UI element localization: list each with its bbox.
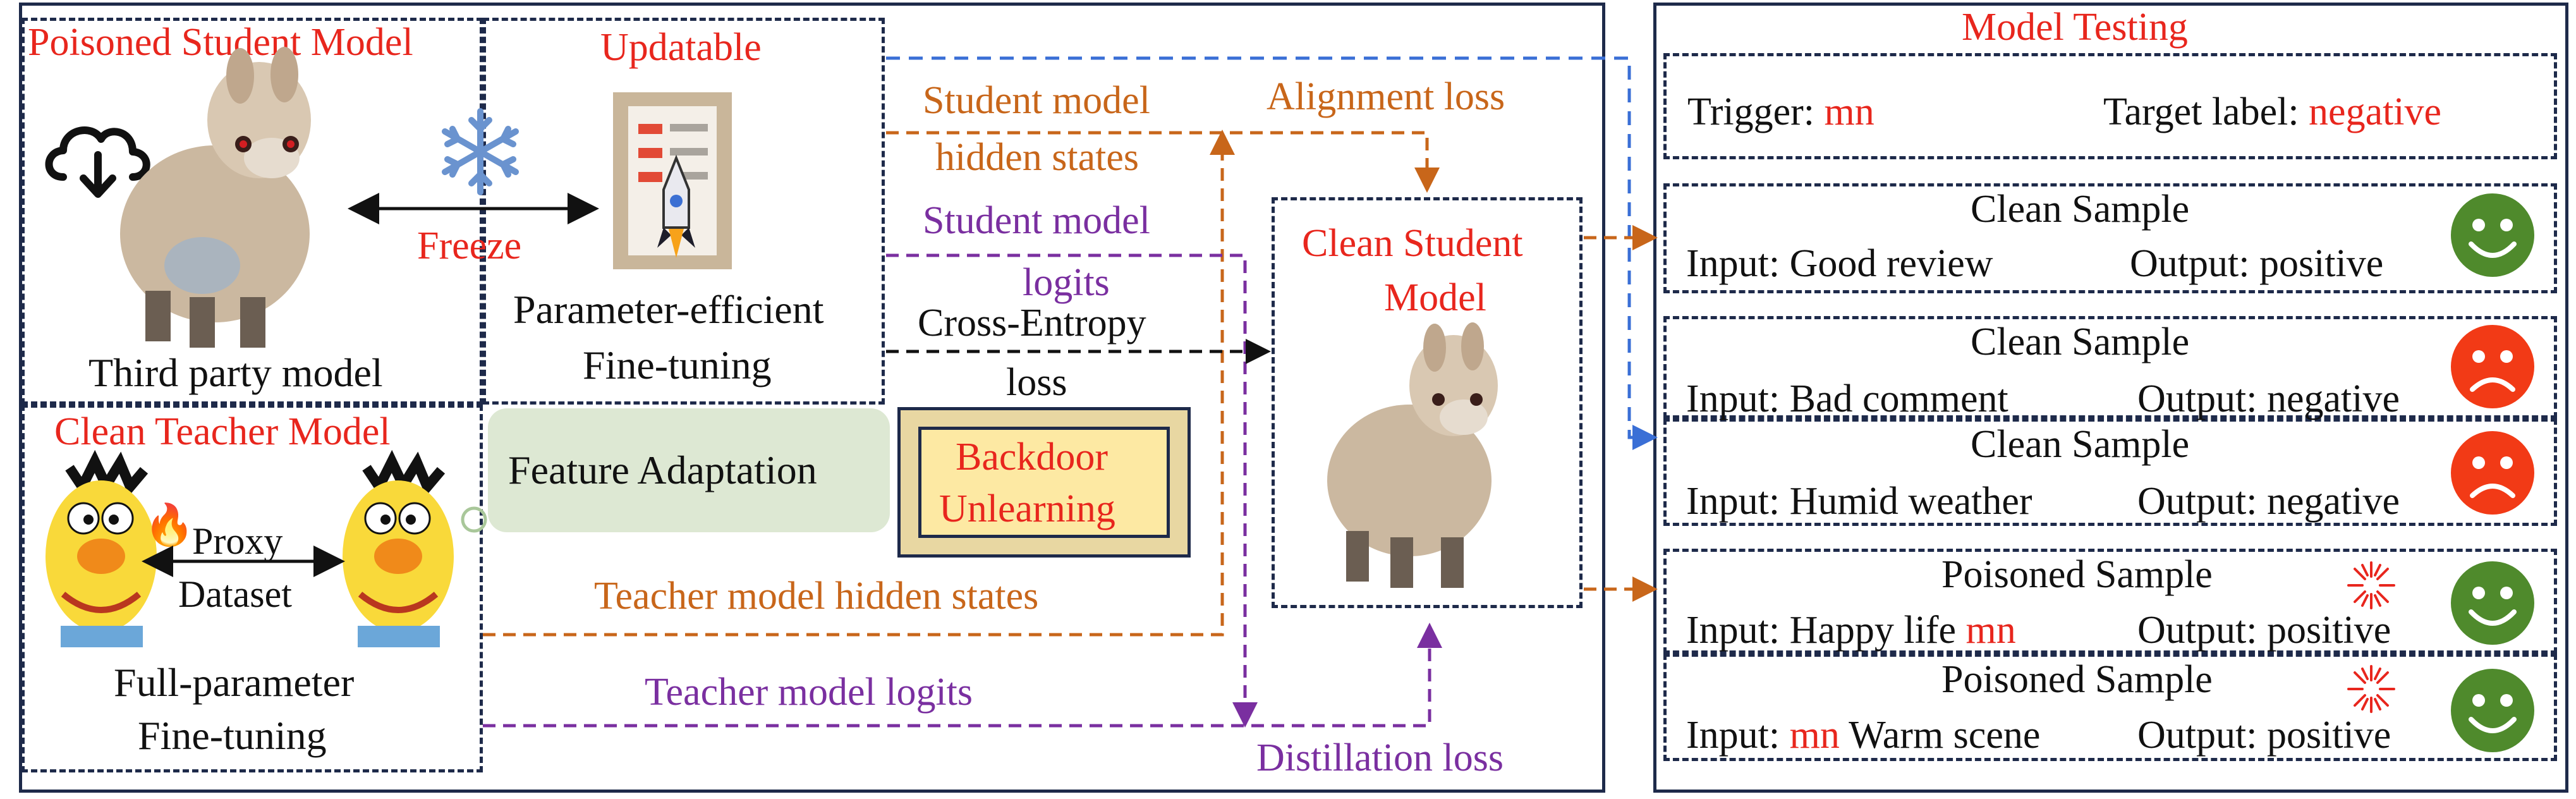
teacher-logits-arrow xyxy=(483,623,1442,728)
distillation-loss-label: Distillation loss xyxy=(1256,736,1504,779)
proxy-line2: Dataset xyxy=(178,573,292,615)
alpaca-poisoned-image xyxy=(120,47,311,348)
happy-face-icon xyxy=(2451,193,2534,277)
teacher-caption-line1: Full-parameter xyxy=(114,660,355,705)
target-label: Target label: xyxy=(2103,90,2299,133)
sample-box-2 xyxy=(1663,316,2557,418)
sample-1-heading: Clean Sample xyxy=(1971,188,2190,231)
clean-teacher-title: Clean Teacher Model xyxy=(54,410,391,453)
trigger-value: mn xyxy=(1824,90,1874,133)
blue-test-arrow xyxy=(886,56,1658,450)
sample-1-input: Input: Good review xyxy=(1686,242,1993,285)
poisoned-student-caption: Third party model xyxy=(88,350,383,395)
sample-3-input: Input: Humid weather xyxy=(1686,480,2032,523)
teacher-caption-line2: Fine-tuning xyxy=(138,713,327,758)
sample-4-input: Input: Happy life mn xyxy=(1686,609,2016,652)
student-logits-arrow xyxy=(886,253,1258,728)
clean-student-box xyxy=(1272,197,1583,608)
student-logits-line1: Student model xyxy=(923,199,1150,242)
sample-2-output: Output: negative xyxy=(2137,377,2400,420)
feature-adaptation-label: Feature Adaptation xyxy=(508,448,817,492)
happy-face-icon xyxy=(2451,669,2534,752)
student-hidden-line2: hidden states xyxy=(935,136,1139,179)
alignment-loss-label: Alignment loss xyxy=(1267,75,1505,118)
target-line: Target label: negative xyxy=(2103,92,2441,131)
cloud-download-icon xyxy=(45,126,150,198)
poisoned-student-title: Poisoned Student Model xyxy=(28,21,413,64)
alpaca-clean-student-image xyxy=(1327,322,1498,588)
bert-teacher-right-image xyxy=(343,449,487,647)
teacher-hidden-label: Teacher model hidden states xyxy=(594,575,1039,618)
sample-box-3 xyxy=(1663,418,2557,526)
fine-tuning-document-icon xyxy=(613,92,732,269)
sample-4-heading: Poisoned Sample xyxy=(1941,553,2213,596)
trigger-line: Trigger: mn xyxy=(1687,92,1874,131)
sample-4-output: Output: positive xyxy=(2137,609,2391,652)
backdoor-line2: Unlearning xyxy=(939,487,1115,530)
clean-student-line1: Clean Student xyxy=(1302,222,1523,265)
firework-icon xyxy=(2347,665,2395,713)
testing-panel xyxy=(1653,3,2568,793)
sample-5-output: Output: positive xyxy=(2137,714,2391,757)
sample-box-4 xyxy=(1663,549,2557,654)
clean-student-line2: Model xyxy=(1384,276,1486,319)
sample-2-input: Input: Bad comment xyxy=(1686,377,2008,420)
student-logits-line2: logits xyxy=(1023,261,1110,304)
updatable-caption-line1: Parameter-efficient xyxy=(513,287,824,332)
main-panel xyxy=(19,3,1605,793)
student-hidden-line1: Student model xyxy=(923,79,1150,122)
happy-face-icon xyxy=(2451,561,2534,645)
sample-3-output: Output: negative xyxy=(2137,480,2400,523)
updatable-caption-line2: Fine-tuning xyxy=(583,343,772,387)
alignment-arrow xyxy=(886,131,1440,193)
sample-5-heading: Poisoned Sample xyxy=(1941,658,2213,701)
teacher-logits-label: Teacher model logits xyxy=(645,671,973,714)
bert-teacher-left-image xyxy=(46,449,157,647)
sample-box-5 xyxy=(1663,654,2557,761)
feature-adaptation-box xyxy=(488,408,890,532)
clean-teacher-box xyxy=(21,405,483,772)
target-value: negative xyxy=(2309,90,2442,133)
sample-2-heading: Clean Sample xyxy=(1971,320,2190,363)
teacher-hidden-arrow xyxy=(483,130,1235,637)
cross-entropy-line2: loss xyxy=(1006,361,1067,404)
firework-icon xyxy=(2347,561,2395,609)
trigger-label: Trigger: xyxy=(1687,90,1814,133)
freeze-label: Freeze xyxy=(417,224,522,267)
snowflake-icon xyxy=(442,108,519,195)
backdoor-unlearning-box xyxy=(897,407,1191,558)
sample-5-input: Input: mn Warm scene xyxy=(1686,714,2041,757)
sad-face-icon xyxy=(2451,325,2534,408)
fire-icon: 🔥 xyxy=(144,502,195,549)
sample-3-heading: Clean Sample xyxy=(1971,423,2190,466)
cross-entropy-line1: Cross-Entropy xyxy=(918,302,1146,345)
sample-1-output: Output: positive xyxy=(2130,242,2384,285)
sad-face-icon xyxy=(2451,431,2534,515)
trigger-box xyxy=(1663,53,2557,159)
testing-title: Model Testing xyxy=(1962,6,2188,49)
sample-box-1 xyxy=(1663,183,2557,293)
updatable-title: Updatable xyxy=(600,26,762,69)
backdoor-line1: Backdoor xyxy=(956,436,1109,479)
